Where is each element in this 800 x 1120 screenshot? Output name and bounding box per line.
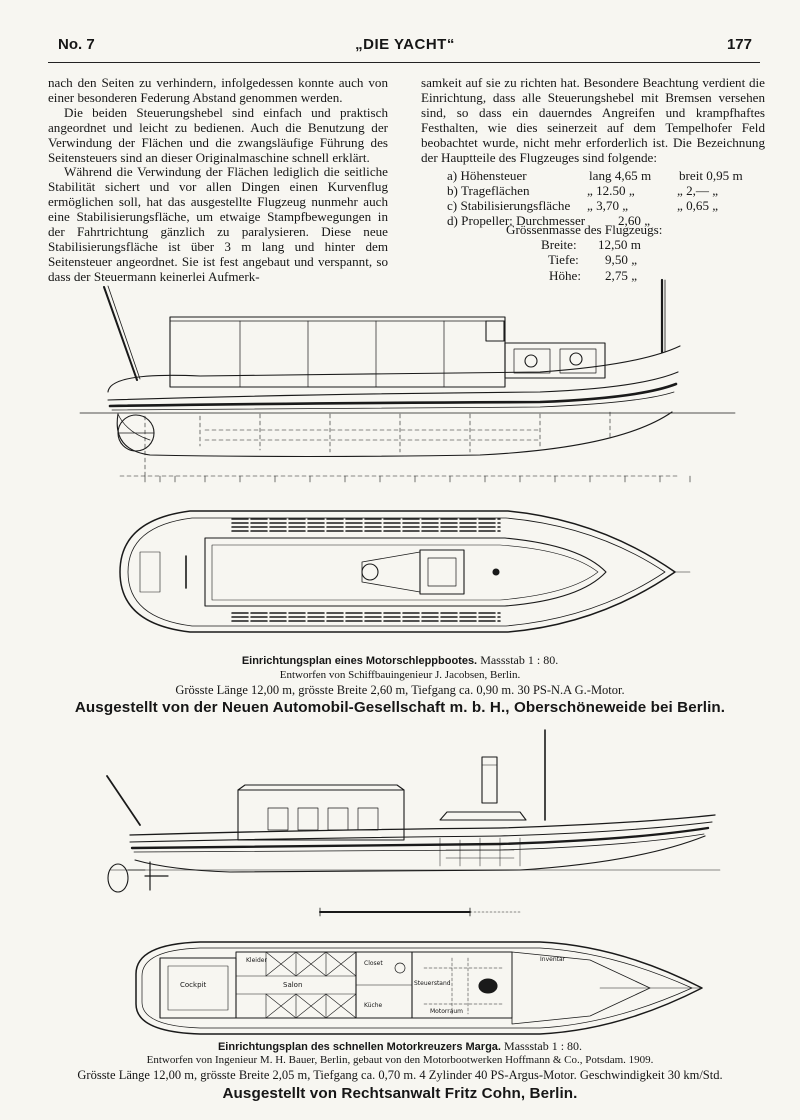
plan-label-steuerstand: Steuerstand [414, 980, 451, 987]
cruiser-profile [106, 729, 721, 917]
page-header: No. 7 „DIE YACHT“ 177 [58, 36, 752, 58]
figure2-scale: Massstab 1 : 80. [504, 1039, 583, 1053]
article-left-column: nach den Seiten zu verhindern, infolgede… [48, 75, 388, 285]
figure1-dimensions: Grösste Länge 12,00 m, grösste Breite 2,… [175, 683, 625, 697]
figure1-designer: Entworfen von Schiffbauingenieur J. Jaco… [279, 669, 521, 681]
figure1-exhibitor: Ausgestellt von der Neuen Automobil-Gese… [74, 699, 726, 716]
figure2-designer: Entworfen von Ingenieur M. H. Bauer, Ber… [146, 1054, 654, 1066]
article-right-column: samkeit auf sie zu richten hat. Besonder… [421, 75, 765, 165]
plan-label-motorraum: Motorraum [430, 1008, 464, 1015]
list-item: Breite: 12,50 m [541, 237, 641, 253]
plan-label-closet: Closet [364, 960, 383, 967]
paragraph: samkeit auf sie zu richten hat. Besonder… [421, 75, 765, 165]
plan-label-salon: Salon [283, 981, 303, 989]
plan-label-cockpit: Cockpit [180, 981, 207, 989]
issue-number: No. 7 [58, 36, 95, 53]
list-item: Höhe: 2,75 „ [549, 267, 637, 283]
list-item: d) Propeller: Durchmesser 2,60 „ [447, 213, 650, 228]
cruiser-plan [135, 941, 703, 1035]
figure2-dimensions: Grösste Länge 12,00 m, grösste Breite 2,… [77, 1068, 723, 1082]
list-item: a) Höhensteuer lang 4,65 m breit 0,95 m [447, 168, 743, 183]
plan-label-kleider: Kleider [246, 957, 267, 964]
header-rule [48, 62, 760, 63]
journal-title: „DIE YACHT“ [355, 36, 455, 53]
figure2-title: Einrichtungsplan des schnellen Motorkreu… [217, 1041, 501, 1053]
towboat-plan [119, 510, 691, 633]
paragraph: nach den Seiten zu verhindern, infolgede… [48, 75, 388, 105]
list-item: c) Stabilisierungsfläche „ 3,70 „ „ 0,65… [447, 198, 719, 213]
plan-label-inventar: Inventar [540, 956, 566, 963]
sizes-title: Grössenmasse des Flugzeugs: [506, 222, 663, 237]
list-item: b) Trageflächen „ 12.50 „ „ 2,— „ [447, 183, 719, 198]
figure1-title: Einrichtungsplan eines Motorschleppboote… [241, 655, 478, 667]
sizes-table: Grössenmasse des Flugzeugs: Breite: 12,5… [506, 222, 686, 283]
page-number: 177 [726, 36, 752, 53]
figure2-caption: Einrichtungsplan des schnellen Motorkreu… [0, 1039, 800, 1054]
towboat-profile [79, 278, 736, 483]
figure1-scale: Massstab 1 : 80. [480, 653, 559, 667]
plan-label-kueche: Küche [364, 1002, 383, 1009]
paragraph: Die beiden Steuerungshebel sind einfach … [48, 104, 388, 165]
parts-list: a) Höhensteuer lang 4,65 m breit 0,95 m … [447, 168, 767, 228]
paragraph: Während die Verwindung der Flächen ledig… [48, 164, 388, 284]
list-item: Tiefe: 9,50 „ [548, 252, 637, 268]
figure2-exhibitor: Ausgestellt von Rechtsanwalt Fritz Cohn,… [222, 1085, 578, 1102]
figure1-caption: Einrichtungsplan eines Motorschleppboote… [0, 653, 800, 668]
